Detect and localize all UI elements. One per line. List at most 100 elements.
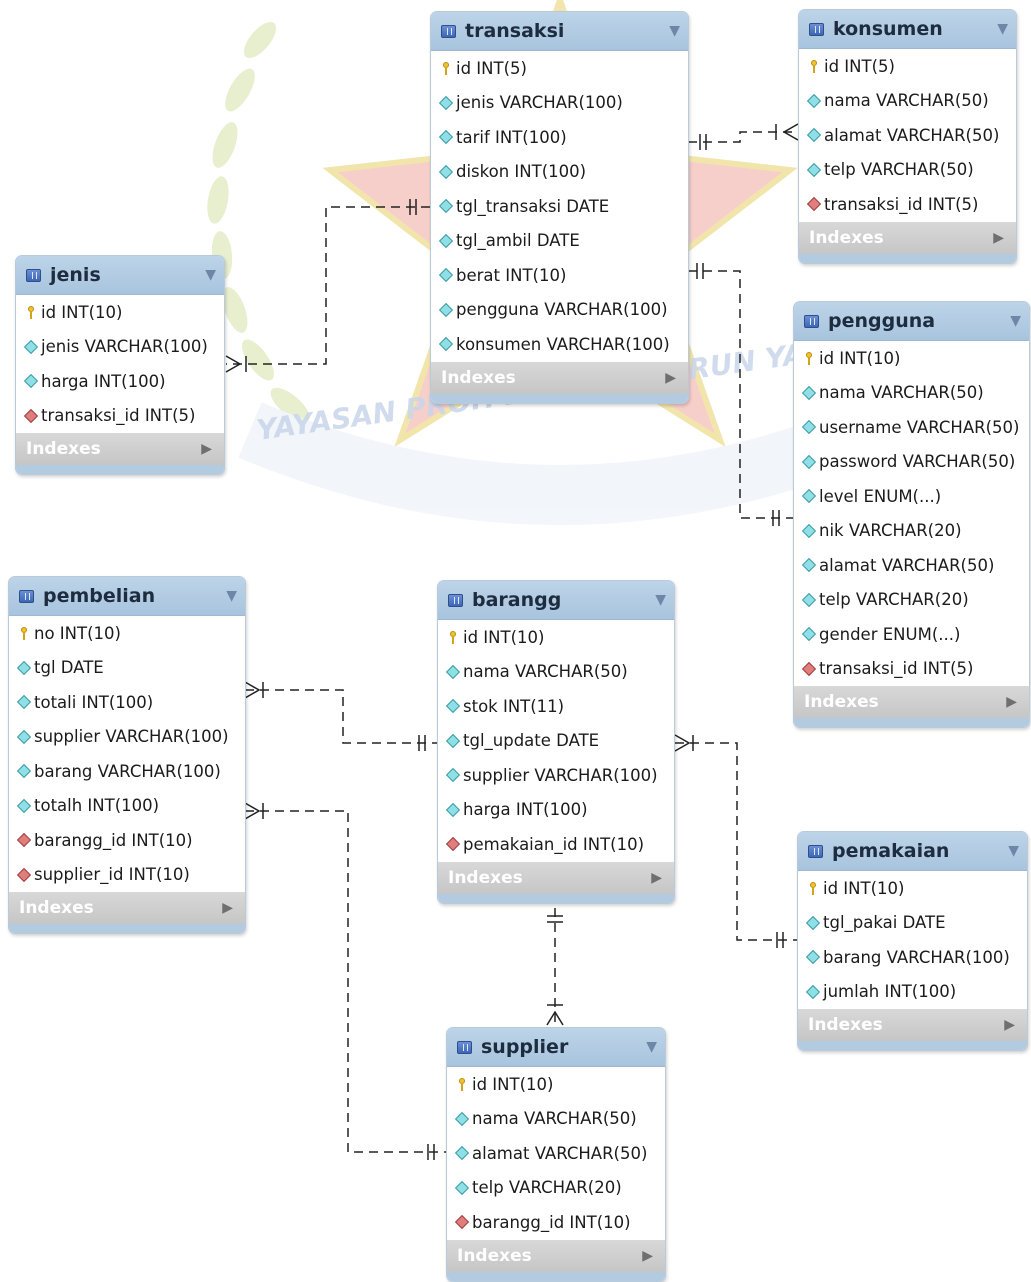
column-row[interactable]: barangg_id INT(10) — [447, 1205, 665, 1240]
table-header[interactable]: jenis▼ — [16, 256, 224, 295]
column-icon — [438, 199, 453, 214]
column-row[interactable]: id INT(10) — [16, 295, 224, 330]
column-row[interactable]: password VARCHAR(50) — [794, 445, 1029, 480]
indexes-section[interactable]: Indexes▶ — [447, 1239, 665, 1272]
collapse-arrow-icon[interactable]: ▼ — [1010, 313, 1021, 329]
column-row[interactable]: jenis VARCHAR(100) — [431, 86, 688, 121]
table-jenis[interactable]: jenis▼id INT(10)jenis VARCHAR(100)harga … — [15, 255, 225, 475]
collapse-arrow-icon[interactable]: ▼ — [205, 267, 216, 283]
column-row[interactable]: id INT(10) — [447, 1067, 665, 1102]
column-row[interactable]: tgl_pakai DATE — [798, 906, 1027, 941]
expand-arrow-icon[interactable]: ▶ — [665, 369, 676, 386]
column-row[interactable]: supplier VARCHAR(100) — [438, 758, 674, 793]
column-row[interactable]: nama VARCHAR(50) — [799, 84, 1016, 119]
column-row[interactable]: stok INT(11) — [438, 689, 674, 724]
table-header[interactable]: pemakaian▼ — [798, 832, 1027, 871]
column-row[interactable]: alamat VARCHAR(50) — [794, 548, 1029, 583]
column-row[interactable]: alamat VARCHAR(50) — [799, 118, 1016, 153]
column-row[interactable]: tgl_update DATE — [438, 724, 674, 759]
column-row[interactable]: tarif INT(100) — [431, 120, 688, 155]
indexes-section[interactable]: Indexes▶ — [9, 892, 245, 924]
column-row[interactable]: id INT(10) — [794, 341, 1029, 376]
column-row[interactable]: nik VARCHAR(20) — [794, 514, 1029, 549]
column-row[interactable]: nama VARCHAR(50) — [447, 1102, 665, 1137]
table-barangg[interactable]: barangg▼id INT(10) nama VARCHAR(50) stok I… — [437, 580, 675, 904]
column-row[interactable]: username VARCHAR(50) — [794, 410, 1029, 445]
column-row[interactable]: jumlah INT(100) — [798, 975, 1027, 1010]
column-row[interactable]: telp VARCHAR(50) — [799, 153, 1016, 188]
column-row[interactable]: id INT(10) — [798, 871, 1027, 906]
expand-arrow-icon[interactable]: ▶ — [201, 441, 212, 457]
collapse-arrow-icon[interactable]: ▼ — [226, 588, 237, 604]
table-icon — [808, 844, 823, 858]
column-row[interactable]: barang VARCHAR(100) — [798, 940, 1027, 975]
table-header[interactable]: barangg▼ — [438, 581, 674, 620]
column-row[interactable]: telp VARCHAR(20) — [447, 1171, 665, 1206]
column-row[interactable]: alamat VARCHAR(50) — [447, 1136, 665, 1171]
indexes-section[interactable]: Indexes▶ — [438, 861, 674, 894]
indexes-section[interactable]: Indexes▶ — [799, 221, 1016, 254]
column-row[interactable]: nama VARCHAR(50) — [438, 655, 674, 690]
collapse-arrow-icon[interactable]: ▼ — [646, 1039, 657, 1055]
expand-arrow-icon[interactable]: ▶ — [222, 900, 233, 916]
column-row[interactable]: gender ENUM(...) — [794, 617, 1029, 652]
table-konsumen[interactable]: konsumen▼id INT(5)nama VARCHAR(50)alamat… — [798, 9, 1017, 264]
table-pemakaian[interactable]: pemakaian▼ id INT(10) tgl_pakai DATE barang… — [797, 831, 1028, 1051]
column-row[interactable]: id INT(5) — [431, 51, 688, 86]
column-row[interactable]: id INT(5) — [799, 49, 1016, 84]
column-row[interactable]: transaksi_id INT(5) — [16, 399, 224, 434]
column-row[interactable]: konsumen VARCHAR(100) — [431, 327, 688, 362]
table-name: supplier — [481, 1036, 569, 1058]
collapse-arrow-icon[interactable]: ▼ — [655, 592, 666, 608]
column-row[interactable]: id INT(10) — [438, 620, 674, 655]
column-row[interactable]: tgl DATE — [9, 651, 245, 686]
expand-arrow-icon[interactable]: ▶ — [642, 1247, 653, 1264]
column-row[interactable]: tgl_ambil DATE — [431, 224, 688, 259]
column-row[interactable]: diskon INT(100) — [431, 155, 688, 190]
column-row[interactable]: totalh INT(100) — [9, 789, 245, 824]
expand-arrow-icon[interactable]: ▶ — [651, 869, 662, 886]
collapse-arrow-icon[interactable]: ▼ — [669, 23, 680, 39]
table-supplier[interactable]: supplier ▼ id INT(10)nama VARCHAR(50)alama… — [446, 1027, 666, 1282]
column-row[interactable]: barang VARCHAR(100) — [9, 754, 245, 789]
column-row[interactable]: no INT(10) — [9, 616, 245, 651]
table-header[interactable]: pengguna▼ — [794, 302, 1029, 341]
expand-arrow-icon[interactable]: ▶ — [993, 229, 1004, 246]
column-row[interactable]: harga INT(100) — [16, 364, 224, 399]
column-row[interactable]: tgl_transaksi DATE — [431, 189, 688, 224]
table-header[interactable]: konsumen▼ — [799, 10, 1016, 49]
indexes-section[interactable]: Indexes▶ — [798, 1009, 1027, 1041]
expand-arrow-icon[interactable]: ▶ — [1006, 694, 1017, 710]
column-row[interactable]: supplier_id INT(10) — [9, 858, 245, 893]
column-row[interactable]: level ENUM(...) — [794, 479, 1029, 514]
table-header[interactable]: pembelian▼ — [9, 577, 245, 616]
column-row[interactable]: totali INT(100) — [9, 685, 245, 720]
collapse-arrow-icon[interactable]: ▼ — [1008, 843, 1019, 859]
table-header[interactable]: supplier ▼ — [447, 1028, 665, 1067]
column-row[interactable]: pengguna VARCHAR(100) — [431, 293, 688, 328]
column-row[interactable]: nama VARCHAR(50) — [794, 376, 1029, 411]
column-row[interactable]: transaksi_id INT(5) — [794, 652, 1029, 687]
column-label: nama VARCHAR(50) — [463, 662, 628, 682]
column-row[interactable]: transaksi_id INT(5) — [799, 187, 1016, 222]
column-row[interactable]: pemakaian_id INT(10) — [438, 827, 674, 862]
table-pengguna[interactable]: pengguna▼id INT(10)nama VARCHAR(50)usern… — [793, 301, 1030, 728]
column-row[interactable]: telp VARCHAR(20) — [794, 583, 1029, 618]
column-row[interactable]: berat INT(10) — [431, 258, 688, 293]
indexes-section[interactable]: Indexes▶ — [794, 686, 1029, 718]
column-label: id INT(10) — [823, 878, 905, 898]
table-header[interactable]: transaksi▼ — [431, 12, 688, 51]
column-row[interactable]: supplier VARCHAR(100) — [9, 720, 245, 755]
column-label: tgl_pakai DATE — [823, 913, 946, 933]
indexes-section[interactable]: Indexes▶ — [16, 433, 224, 465]
indexes-section[interactable]: Indexes▶ — [431, 361, 688, 394]
expand-arrow-icon[interactable]: ▶ — [1004, 1017, 1015, 1033]
collapse-arrow-icon[interactable]: ▼ — [997, 21, 1008, 37]
column-label: tgl_update DATE — [463, 731, 600, 751]
table-transaksi[interactable]: transaksi▼id INT(5)jenis VARCHAR(100)tar… — [430, 11, 689, 404]
column-label: konsumen VARCHAR(100) — [456, 334, 670, 354]
column-row[interactable]: barangg_id INT(10) — [9, 823, 245, 858]
column-row[interactable]: harga INT(100) — [438, 793, 674, 828]
column-row[interactable]: jenis VARCHAR(100) — [16, 330, 224, 365]
